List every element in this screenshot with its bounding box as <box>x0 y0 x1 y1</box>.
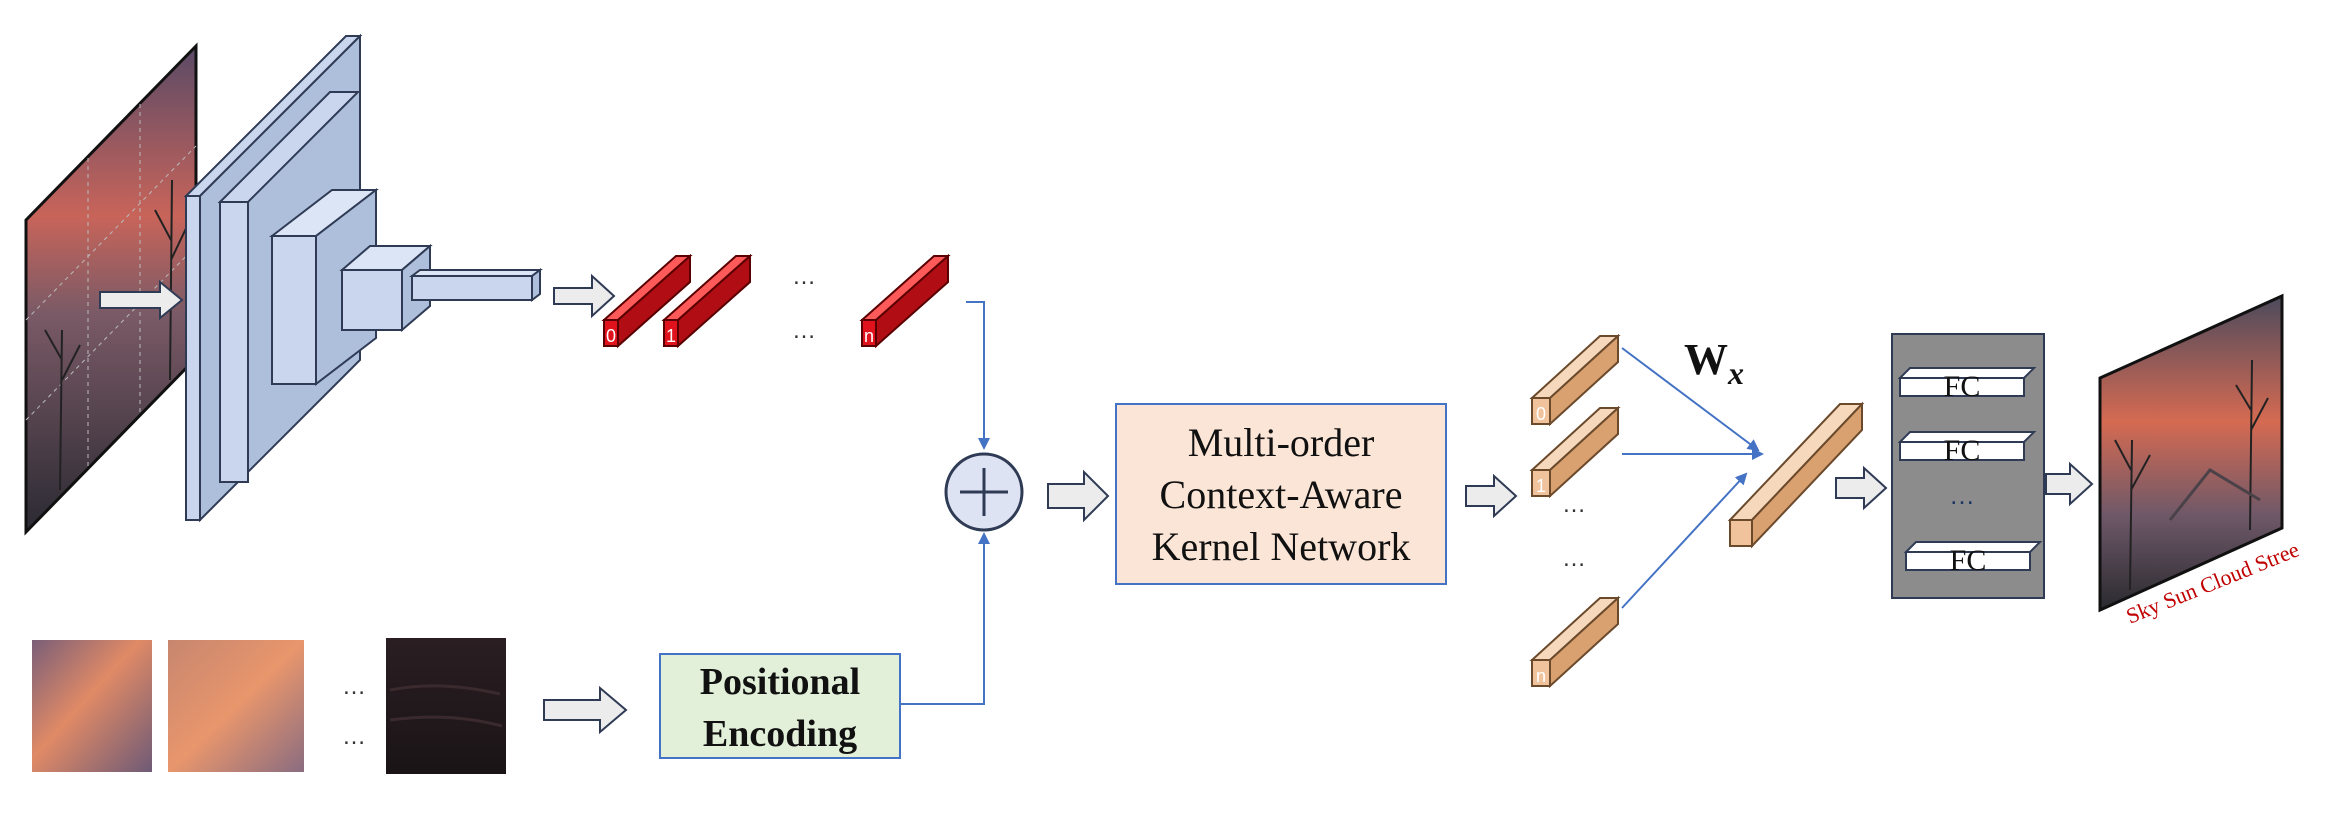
fc-label-2: FC <box>1944 434 1981 467</box>
cnn-backbone <box>183 33 543 523</box>
fc-label-3: FC <box>1950 544 1987 577</box>
kernel-bar-1 <box>1529 405 1621 499</box>
feature-token-1 <box>661 253 753 349</box>
fc-layer-2 <box>1897 431 2037 461</box>
kernel-ellipsis-bottom: … <box>1562 545 1586 572</box>
token-ellipsis-bottom: … <box>792 317 816 344</box>
fc-layer-1 <box>1897 367 2037 397</box>
fc-layer-3 <box>1903 541 2043 571</box>
kernel-bar-n <box>1529 595 1621 689</box>
kernel-index-n: n <box>1536 666 1546 686</box>
sum-node <box>944 452 1024 532</box>
image-to-cnn-arrow <box>99 279 184 321</box>
kernel-index-1: 1 <box>1536 476 1546 496</box>
fc-ellipsis: … <box>1949 480 1975 510</box>
sum-to-context-arrow <box>1047 469 1110 523</box>
patches-to-encoding-arrow <box>543 685 628 735</box>
cnn-to-tokens-arrow <box>553 273 616 319</box>
kernel-0-weight-arrow <box>1621 347 1760 452</box>
feature-token-n <box>859 253 951 349</box>
positional-encoding-line-2: Encoding <box>703 713 857 755</box>
patch-ellipsis-bottom: … <box>342 723 366 750</box>
weight-label-subscript: x <box>1727 355 1744 391</box>
kernel-index-0: 0 <box>1536 404 1546 424</box>
token-index-0: 0 <box>606 326 616 346</box>
context-aware-kernel-network-box <box>1115 403 1447 585</box>
feature-token-0 <box>601 253 693 349</box>
context-module-line-3: Kernel Network <box>1152 524 1411 569</box>
encoding-to-sum-connector <box>900 532 990 705</box>
input-image <box>24 42 198 536</box>
patch-ellipsis-top: … <box>342 673 366 700</box>
tokens-to-sum-connector <box>966 301 990 450</box>
fc-to-output-arrow <box>2045 461 2094 507</box>
output-image <box>2098 293 2284 613</box>
context-module-line-2: Context-Aware <box>1160 472 1403 517</box>
weight-label: Wx <box>1684 335 1744 391</box>
aggregated-kernel-bar <box>1727 401 1865 549</box>
token-index-1: 1 <box>666 326 676 346</box>
positional-encoding-box <box>659 653 901 759</box>
kernel-to-fc-arrow <box>1835 465 1888 511</box>
fc-label-1: FC <box>1944 370 1981 403</box>
weight-label-main: W <box>1684 335 1728 384</box>
token-index-n: n <box>864 326 874 346</box>
context-to-kernels-arrow <box>1465 473 1518 519</box>
kernel-n-weight-arrow <box>1621 472 1748 609</box>
image-patches <box>32 638 506 774</box>
kernel-bar-0 <box>1529 333 1621 427</box>
token-ellipsis-top: … <box>792 263 816 290</box>
positional-encoding-line-1: Positional <box>700 661 860 703</box>
kernel-ellipsis-top: … <box>1562 491 1586 518</box>
context-module-line-1: Multi-order <box>1188 420 1375 465</box>
